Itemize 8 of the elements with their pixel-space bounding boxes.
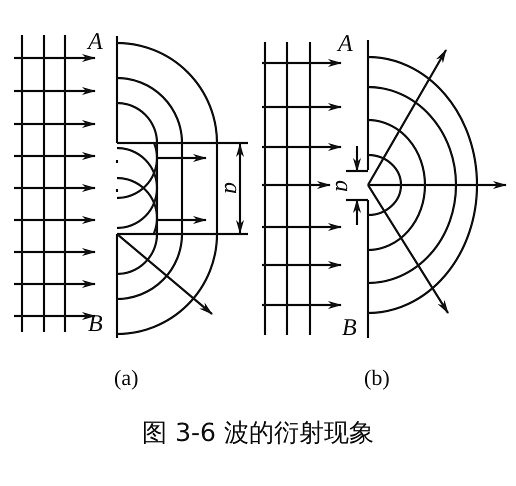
panel-label: (a): [114, 367, 138, 389]
point-label: A: [88, 30, 103, 54]
point-label: A: [338, 32, 353, 56]
point-label: B: [342, 316, 357, 340]
panel-label: (b): [364, 367, 390, 389]
dimension-label: a: [331, 180, 355, 192]
dimension-label: a: [220, 182, 244, 194]
figure-caption: 图 3-6 波的衍射现象: [141, 417, 375, 449]
